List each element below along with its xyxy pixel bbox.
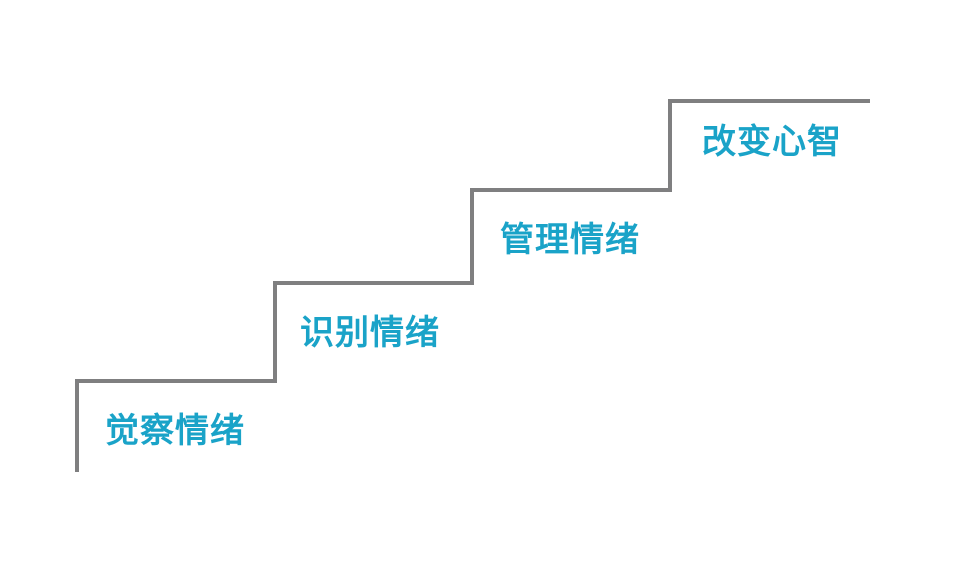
step-label-4: 改变心智 <box>702 122 842 162</box>
stair-steps-path <box>75 99 870 472</box>
step-label-1: 觉察情绪 <box>105 411 245 451</box>
step-label-3: 管理情绪 <box>500 220 640 260</box>
step-label-2: 识别情绪 <box>300 313 440 353</box>
